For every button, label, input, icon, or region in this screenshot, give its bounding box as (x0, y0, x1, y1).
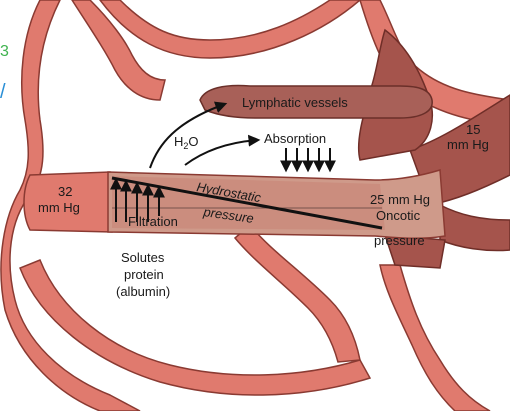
pressure-15-unit: mm Hg (447, 137, 489, 152)
arteriole-left-vertical (0, 0, 141, 411)
arteriole-to-capillary (23, 171, 113, 233)
filtration-arrows (110, 177, 165, 222)
arteriole-network (0, 0, 372, 411)
pressure-32-unit: mm Hg (38, 200, 80, 215)
filtration-label: Filtration (128, 214, 178, 229)
oncotic-pressure-label: pressure (374, 233, 425, 248)
vessel-mid-lower (233, 223, 361, 363)
solutes-label: Solutes (121, 250, 165, 265)
venule-lower-branch (439, 203, 510, 252)
lymphatic-vessel (199, 84, 433, 119)
pressure-15-value: 15 (466, 122, 480, 137)
protein-label: protein (124, 267, 164, 282)
h2o-label: H2O (174, 134, 199, 151)
pressure-32-value: 32 (58, 184, 72, 199)
arteriole-top-branch (71, 0, 166, 101)
lymphatic-vessels-label: Lymphatic vessels (242, 95, 348, 110)
pressure-25-label: 25 mm Hg (370, 192, 430, 207)
corner-mark-blue: / (0, 81, 6, 103)
albumin-label: (albumin) (116, 284, 170, 299)
absorption-arrows (280, 148, 336, 173)
absorption-curve-arrow (184, 134, 261, 166)
absorption-label: Absorption (264, 131, 326, 146)
oncotic-label: Oncotic (376, 208, 421, 223)
vessel-right-lower (379, 264, 491, 411)
hydrostatic-pressure-label: pressure (202, 204, 255, 226)
h2o-to-lymph-arrow (149, 101, 228, 169)
corner-mark-green: 3 (0, 43, 9, 60)
arteriole-upper-curve (99, 0, 362, 59)
arteriole-bottom-loop (19, 259, 372, 396)
